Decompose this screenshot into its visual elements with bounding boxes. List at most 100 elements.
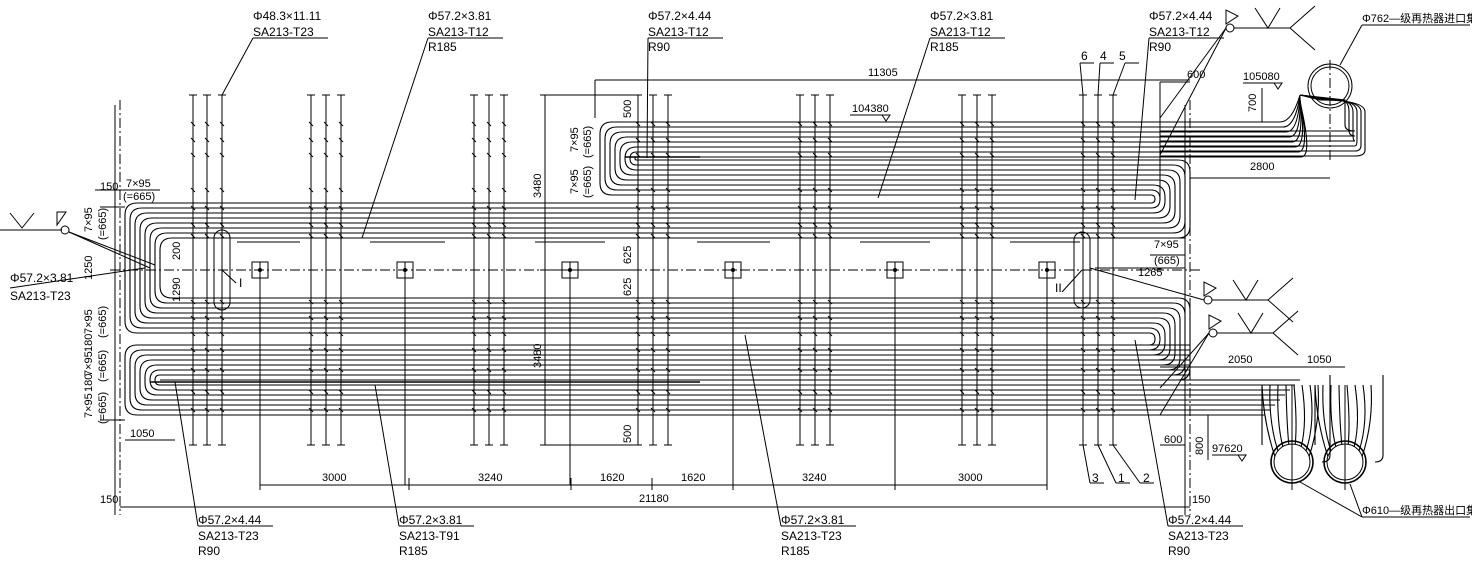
weld-mark [501,152,507,158]
weld-mark [989,407,995,413]
weld-mark [797,389,803,395]
weld-mark [471,121,477,127]
dim-text: 1050 [1307,354,1331,366]
weld-mark [190,407,196,413]
leader [68,231,151,269]
section-mark-2: II [1055,281,1062,295]
tube-loop [1110,312,1176,366]
weld-mark [204,299,210,305]
weld-mark [323,205,329,211]
weld-mark [812,205,818,211]
weld-mark [338,407,344,413]
weld-mark [190,187,196,193]
dim-text: (=665) [582,166,594,198]
weld-mark [190,389,196,395]
weld-mark [665,152,671,158]
tube-to-outlet-header [1346,384,1350,445]
tube-loop [1110,327,1161,351]
weld-mark [338,205,344,211]
tube-number: 3 [1092,471,1099,485]
weld-mark [665,233,671,239]
weld-mark [486,222,492,228]
weld-mark [797,152,803,158]
weld-mark [635,152,641,158]
dim-text: 625 [622,246,634,264]
leader [1082,444,1091,484]
dim-text: 600 [1187,69,1205,81]
leader [1159,27,1227,156]
weld-mark [974,205,980,211]
weld-mark [219,315,225,321]
weld-mark [635,205,641,211]
tube-loop [629,151,1160,166]
weld-mark [1110,121,1116,127]
weld-mark [219,367,225,373]
tube-loop [1110,169,1181,229]
callout-size: Φ57.2×4.44 [1168,513,1232,527]
dim-text: 150 [1192,494,1210,506]
callout-radius: R185 [781,544,810,558]
weld-mark [635,299,641,305]
dim-text: 7×95 [83,207,95,232]
weld-mark [974,299,980,305]
weld-mark [1080,407,1086,413]
flag-icon [56,211,67,227]
tube-loop [1110,322,1166,356]
weld-mark [827,299,833,305]
dim-text: 1265 [1138,267,1162,279]
weld-mark [486,347,492,353]
callout-material: SA213-T12 [930,25,991,39]
weld-mark [812,407,818,413]
weld-mark [486,187,492,193]
weld-mark [190,222,196,228]
callout-material: SA213-T23 [10,289,71,303]
flag-icon [1203,281,1217,297]
tube-to-outlet-header [1305,384,1313,451]
leader [1159,332,1210,389]
tube-loop [1110,332,1156,346]
tube-to-outlet-header [1300,384,1306,447]
weld-mark [1110,315,1116,321]
weld-mark [486,152,492,158]
callout-bottom-4: Φ57.2×4.44 SA213-T23 R90 [1168,513,1232,558]
weld-mark [827,389,833,395]
weld-mark [665,367,671,373]
weld-mark [974,389,980,395]
callout-size: Φ57.2×4.44 [648,9,712,23]
dim-text: (=665) [97,392,109,424]
weld-mark [665,222,671,228]
dim-text: (=665) [97,350,109,382]
weld-mark [190,367,196,373]
weld-mark [1110,222,1116,228]
weld-mark [308,347,314,353]
leader [646,37,649,159]
weld-mark [338,299,344,305]
dim-text: 3480 [532,174,544,198]
weld-mark [501,367,507,373]
tube-to-outlet-header [1358,384,1366,451]
weld-mark [959,299,965,305]
dim-text: 600 [1164,434,1182,446]
dim-text: 7×95 [126,178,151,190]
weld-mark [989,347,995,353]
weld-mark [959,205,965,211]
weld-mark [190,347,196,353]
weld-mark [797,407,803,413]
weld-mark [974,367,980,373]
weld-mark [190,152,196,158]
weld-mark [190,331,196,337]
flag-icon [1208,314,1222,330]
tube-loop [144,222,1135,314]
weld-mark [1110,233,1116,239]
weld-mark [219,389,225,395]
weld-mark [1110,367,1116,373]
weld-mark [486,205,492,211]
weld-mark [812,367,818,373]
weld-mark [204,331,210,337]
tube-number: 4 [1100,49,1107,63]
dim-text: 1250 [83,256,95,280]
weld-mark [989,315,995,321]
callout-bottom-1: Φ57.2×4.44 SA213-T23 R90 [198,513,262,558]
weld-mark [338,347,344,353]
tube-loop [634,156,1160,161]
